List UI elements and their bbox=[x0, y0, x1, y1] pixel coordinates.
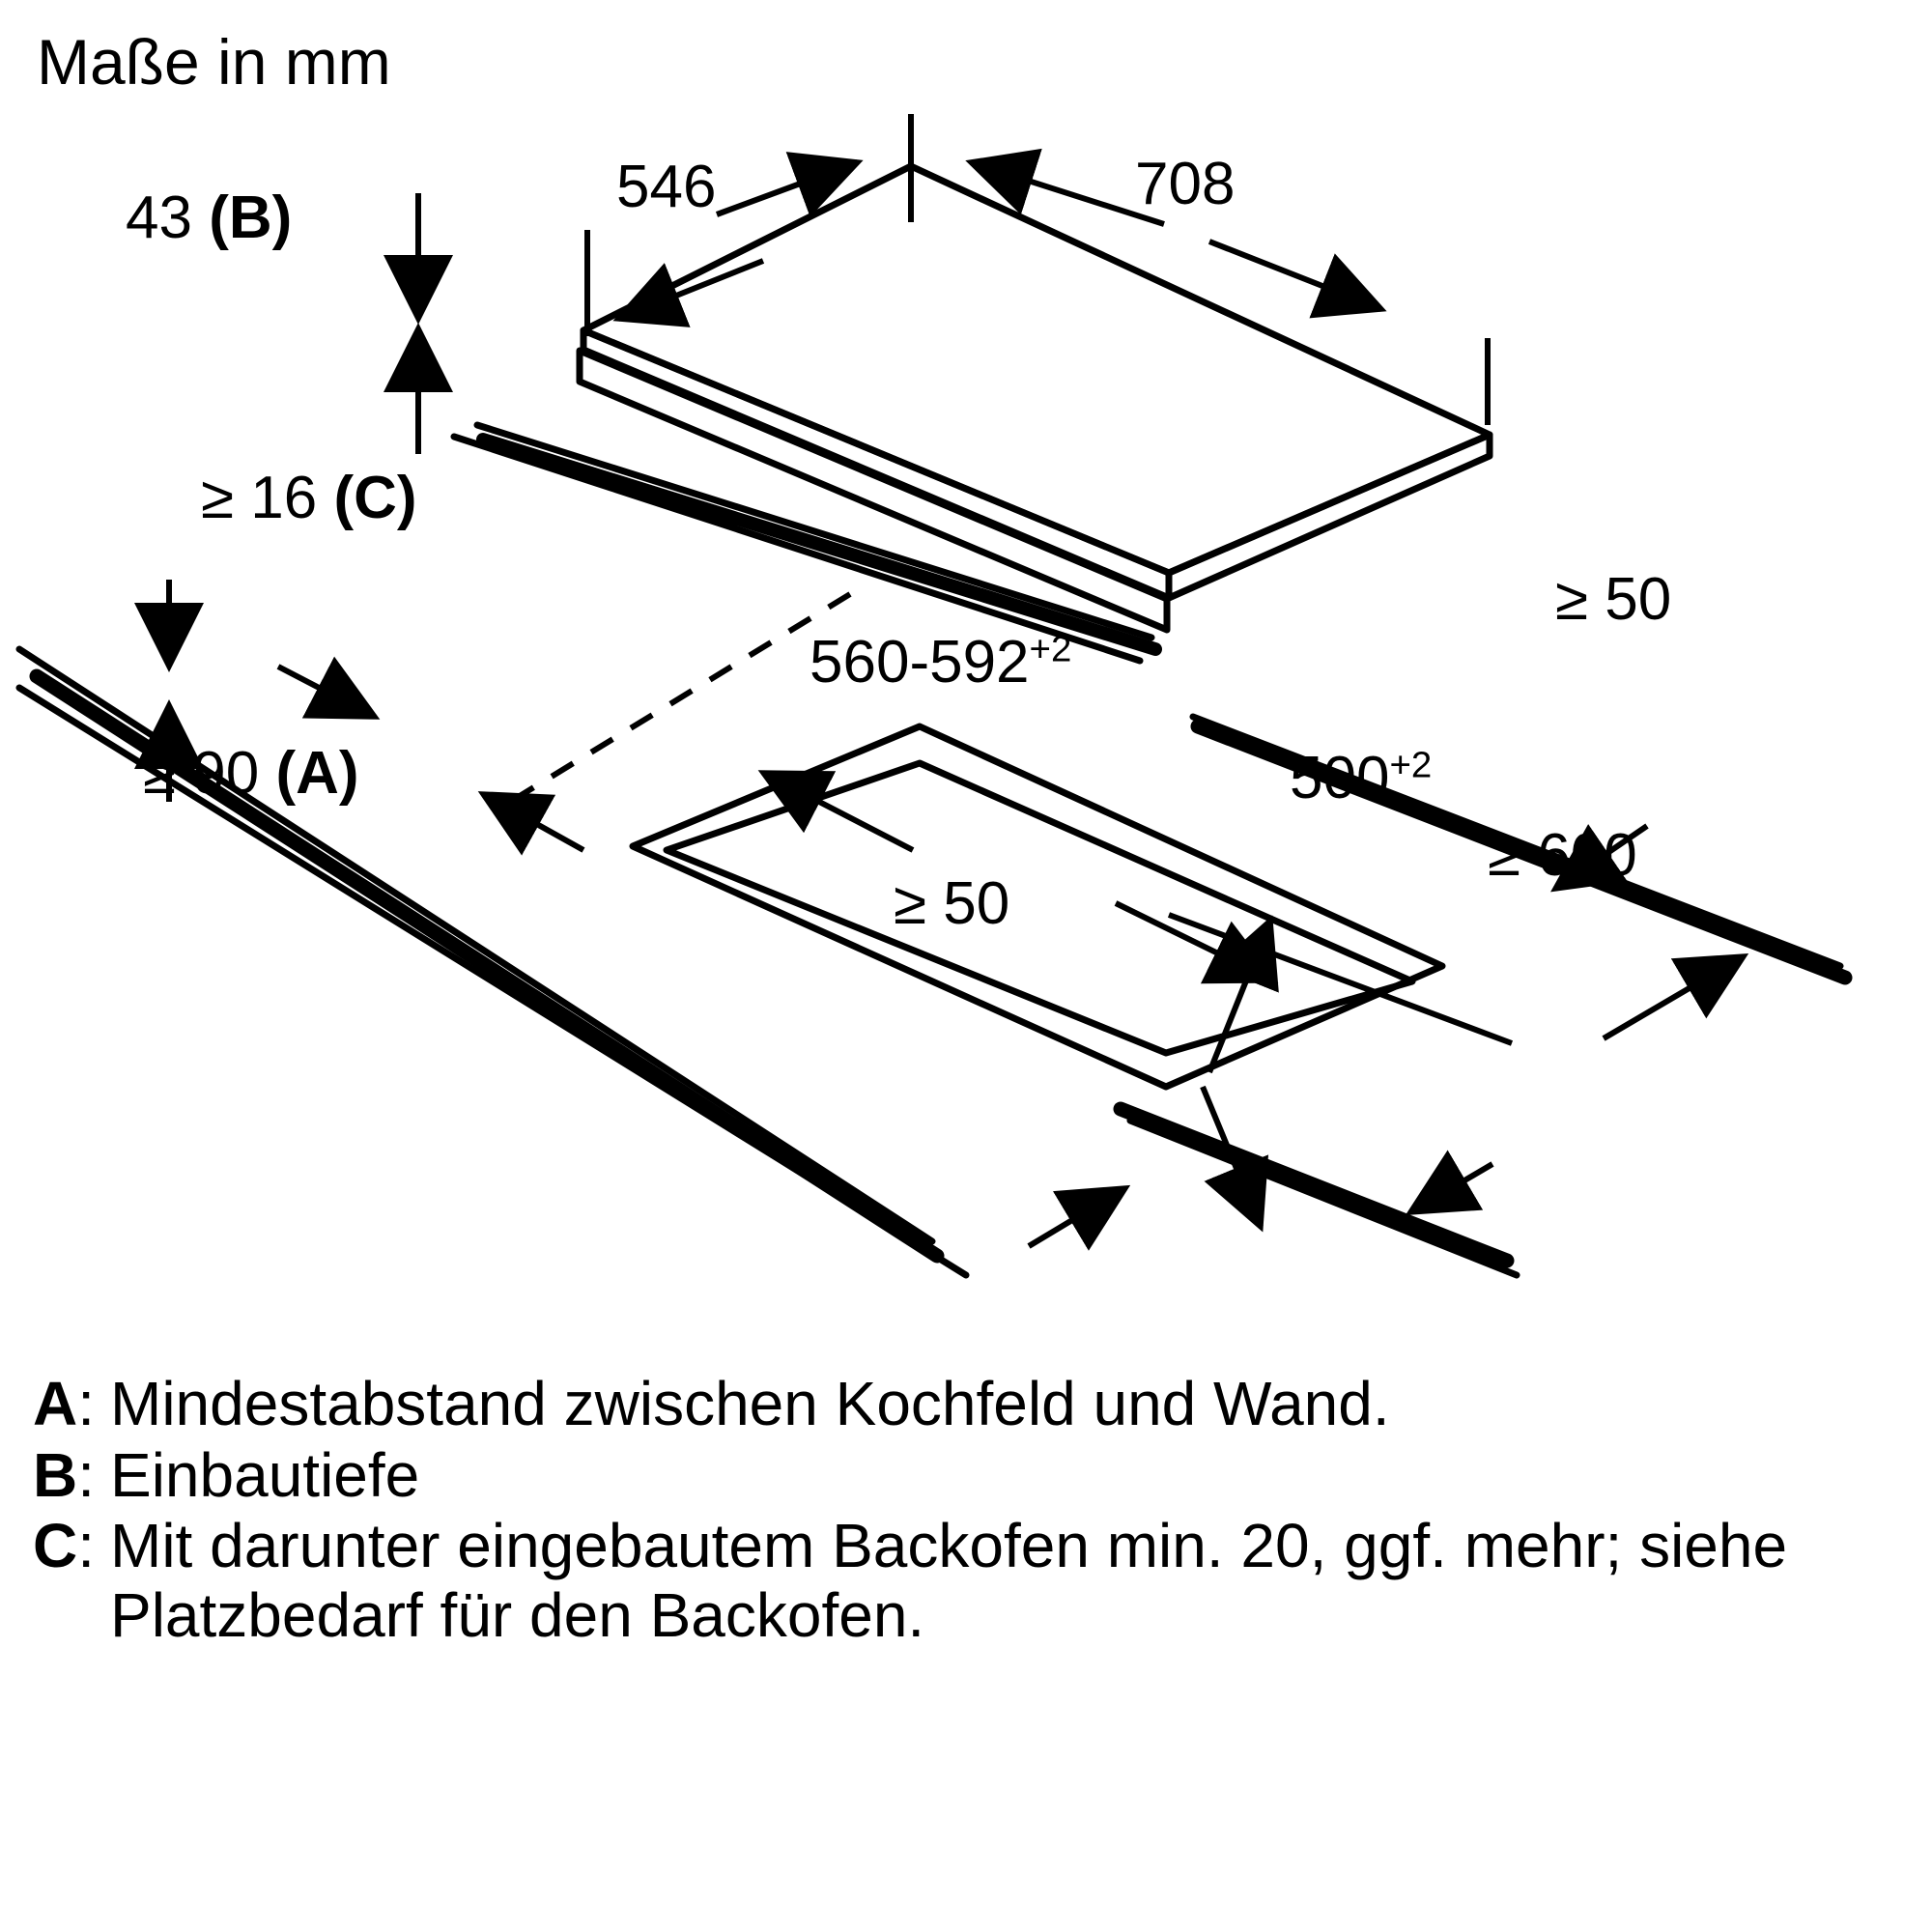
worktop-cutout bbox=[629, 723, 1446, 1091]
dim-label-43-number: 43 bbox=[126, 185, 210, 251]
worktop-front-bottom-edge bbox=[1126, 1117, 1520, 1279]
dim-43b-leaders bbox=[384, 193, 453, 454]
dim-label-cutout-depth-main: 500 bbox=[1290, 745, 1390, 811]
legend-text-a: Mindestabstand zwischen Kochfeld und Wan… bbox=[110, 1369, 1390, 1438]
legend-key-b: B bbox=[33, 1439, 78, 1510]
dim-50-front-leaders bbox=[1027, 1184, 1131, 1251]
dim-label-50-front: ≥ 50 bbox=[894, 870, 1010, 937]
dim-label-90-ref: (A) bbox=[275, 740, 359, 807]
dim-label-cutout-depth: 500+2 bbox=[1290, 747, 1432, 809]
dim-label-16-number: ≥ 16 bbox=[201, 465, 334, 531]
cutout-inner bbox=[663, 759, 1416, 1057]
dim-label-16-c: ≥ 16 (C) bbox=[201, 469, 417, 528]
worktop-rear-top-edge bbox=[15, 645, 936, 1245]
dim-600-leaders bbox=[1405, 952, 1749, 1216]
dim-546-leaders bbox=[584, 152, 864, 336]
cooktop-base-edge bbox=[450, 421, 1155, 665]
legend: A : Mindestabstand zwischen Kochfeld und… bbox=[33, 1369, 1830, 1653]
legend-colon-a: : bbox=[77, 1369, 95, 1438]
legend-item-c: C : Mit darunter eingebautem Backofen mi… bbox=[33, 1511, 1830, 1651]
dim-90a-leaders bbox=[276, 656, 585, 856]
worktop-rear-thick bbox=[29, 668, 945, 1264]
dim-label-cutout-width-tolerance: +2 bbox=[1029, 628, 1072, 670]
cooktop-base-plate bbox=[576, 347, 1171, 634]
dim-50-rear-leaders bbox=[1550, 823, 1649, 893]
cooktop-right-face bbox=[1165, 431, 1493, 602]
dim-label-cutout-depth-tolerance: +2 bbox=[1389, 744, 1433, 786]
legend-item-b: B : Einbautiefe bbox=[33, 1439, 1830, 1511]
legend-key-a: A bbox=[33, 1369, 78, 1438]
dim-label-50-rear: ≥ 50 bbox=[1555, 566, 1672, 633]
dim-label-cutout-width: 560-592+2 bbox=[810, 631, 1071, 693]
dim-label-16-ref: (C) bbox=[333, 465, 417, 531]
base-plate-outline bbox=[576, 347, 1171, 634]
worktop-front-slab bbox=[1126, 713, 1844, 1279]
dim-label-90-number: ≥ 90 bbox=[143, 740, 276, 807]
dim-cutout-depth-leaders bbox=[1167, 912, 1514, 1233]
legend-colon-c: : bbox=[77, 1511, 95, 1581]
dim-label-90-a: ≥ 90 (A) bbox=[143, 744, 359, 804]
page-title: Maße in mm bbox=[37, 26, 391, 98]
cooktop-body bbox=[580, 162, 1493, 602]
legend-colon-b: : bbox=[77, 1439, 95, 1510]
dim-label-cutout-width-main: 560-592 bbox=[810, 629, 1030, 696]
dim-708-leaders bbox=[908, 114, 1491, 425]
dim-label-43-b: 43 (B) bbox=[126, 188, 292, 248]
dim-label-708: 708 bbox=[1135, 151, 1236, 217]
dim-label-43-ref: (B) bbox=[209, 185, 293, 251]
dim-label-600: ≥ 600 bbox=[1488, 822, 1637, 889]
worktop-front-thick bbox=[1113, 719, 1853, 1268]
legend-key-c: C bbox=[33, 1511, 78, 1581]
cooktop-base-shadow bbox=[476, 433, 1162, 656]
legend-item-a: A : Mindestabstand zwischen Kochfeld und… bbox=[33, 1369, 1830, 1439]
legend-text-b: Einbautiefe bbox=[110, 1439, 420, 1510]
cutout-outer bbox=[629, 723, 1446, 1091]
hob-installation-drawing bbox=[15, 114, 1853, 1279]
projection-dashed-line bbox=[500, 591, 852, 810]
worktop-front-top-edge bbox=[1189, 713, 1844, 970]
dim-label-546: 546 bbox=[616, 154, 717, 220]
legend-text-c: Mit darunter eingebautem Backofen min. 2… bbox=[110, 1511, 1788, 1651]
